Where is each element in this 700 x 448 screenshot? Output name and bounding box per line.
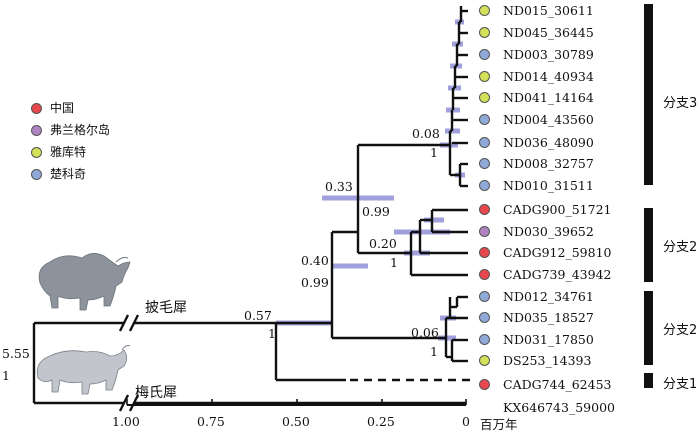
tip-label: ND015_30611 <box>503 3 594 18</box>
node-support-057: 1 <box>268 326 276 341</box>
axis-tick-label-075: 0.75 <box>197 414 225 429</box>
legend-dot-yakutia <box>31 147 42 158</box>
clade-bar-2a <box>644 208 653 282</box>
branch-break-mark <box>118 394 130 412</box>
tip-dot <box>479 137 490 148</box>
tip-dot <box>479 247 490 258</box>
tip-dot <box>479 92 490 103</box>
axis-unit-label: 百万年 <box>480 417 518 432</box>
legend-label-wrangel: 弗兰格尔岛 <box>50 123 111 137</box>
tip-dot <box>479 269 490 280</box>
tip-dot <box>479 204 490 215</box>
time-axis <box>126 399 467 406</box>
axis-tick-label-100: 1.00 <box>112 414 140 429</box>
tip-label: ND003_30789 <box>503 47 594 62</box>
tip-dot <box>479 312 490 323</box>
tip-dot <box>479 379 490 390</box>
tip-dot <box>479 5 490 16</box>
tip-dot <box>479 158 490 169</box>
node-age-006: 0.06 <box>411 325 439 340</box>
legend-label-china: 中国 <box>50 101 75 115</box>
tip-label: ND031_17850 <box>503 332 594 347</box>
clade-label-3: 分支3 <box>663 96 698 111</box>
node-age-040: 0.40 <box>301 253 329 268</box>
tip-label: ND041_14164 <box>503 90 594 105</box>
hpd-bar-040 <box>332 263 368 269</box>
tip-dot <box>479 27 490 38</box>
tip-label: DS253_14393 <box>503 353 592 368</box>
branch-break-mark <box>128 314 140 332</box>
clade-label-2b: 分支2 <box>663 323 698 338</box>
hpd-bar-020 <box>404 250 430 256</box>
tip-label: CADG739_43942 <box>503 267 612 282</box>
tip-label: ND012_34761 <box>503 289 594 304</box>
species-label-woolly: 披毛犀 <box>145 300 187 316</box>
node-age-020: 0.20 <box>369 236 397 251</box>
axis-tick-label-0: 0 <box>462 414 470 429</box>
node-support-040: 0.99 <box>301 275 329 290</box>
tip-label: ND008_32757 <box>503 156 594 171</box>
tip-label: ND004_43560 <box>503 112 594 127</box>
tip-label: ND010_31511 <box>503 178 594 193</box>
hpd-bar-020c <box>424 217 444 223</box>
tip-dot <box>479 49 490 60</box>
node-age-057: 0.57 <box>244 308 272 323</box>
node-age-root: 5.55 <box>2 346 30 361</box>
sumatran-rhino-silhouette <box>36 345 131 395</box>
tip-label: CADG744_62453 <box>503 377 612 392</box>
tip-label: KX646743_59000 <box>503 400 615 415</box>
node-age-033: 0.33 <box>325 179 353 194</box>
axis-tick-label-050: 0.50 <box>282 414 310 429</box>
node-support-020: 1 <box>390 255 398 270</box>
node-support-008: 1 <box>430 145 438 160</box>
hpd-bar-020b <box>394 229 450 235</box>
clade-bar-1 <box>644 373 653 388</box>
legend-label-chukotka: 楚科奇 <box>50 167 87 181</box>
tip-dot <box>479 180 490 191</box>
tip-label: CADG900_51721 <box>503 202 612 217</box>
hpd-bars <box>276 19 465 341</box>
woolly-rhino-silhouette <box>38 253 131 311</box>
tip-label: ND035_18527 <box>503 310 594 325</box>
tip-dot <box>479 334 490 345</box>
tip-dot <box>479 355 490 366</box>
legend-label-yakutia: 雅库特 <box>50 145 87 159</box>
clade-bar-2b <box>644 291 653 365</box>
tip-dot <box>479 71 490 82</box>
tip-label: ND045_36445 <box>503 25 594 40</box>
node-support-root: 1 <box>2 368 10 383</box>
tip-dot <box>479 226 490 237</box>
legend-dot-china <box>31 103 42 114</box>
node-age-008: 0.08 <box>412 126 440 141</box>
tree-branches <box>32 6 470 412</box>
tip-label: ND036_48090 <box>503 135 594 150</box>
species-label-sumatran: 梅氏犀 <box>135 385 177 401</box>
tip-label: CADG912_59810 <box>503 245 612 260</box>
legend-dot-chukotka <box>31 169 42 180</box>
branch-break-mark <box>128 394 140 412</box>
tip-dot <box>479 114 490 125</box>
legend-dot-wrangel <box>31 125 42 136</box>
tip-dot <box>479 291 490 302</box>
clade-bar-3 <box>644 4 653 185</box>
branch-break-mark <box>118 314 130 332</box>
tip-label: ND030_39652 <box>503 224 594 239</box>
clade-label-1: 分支1 <box>663 377 698 392</box>
node-support-033: 0.99 <box>362 204 390 219</box>
tip-label: ND014_40934 <box>503 69 594 84</box>
clade-label-2a: 分支2 <box>663 240 698 255</box>
node-support-006: 1 <box>430 344 438 359</box>
axis-tick-label-025: 0.25 <box>367 414 395 429</box>
